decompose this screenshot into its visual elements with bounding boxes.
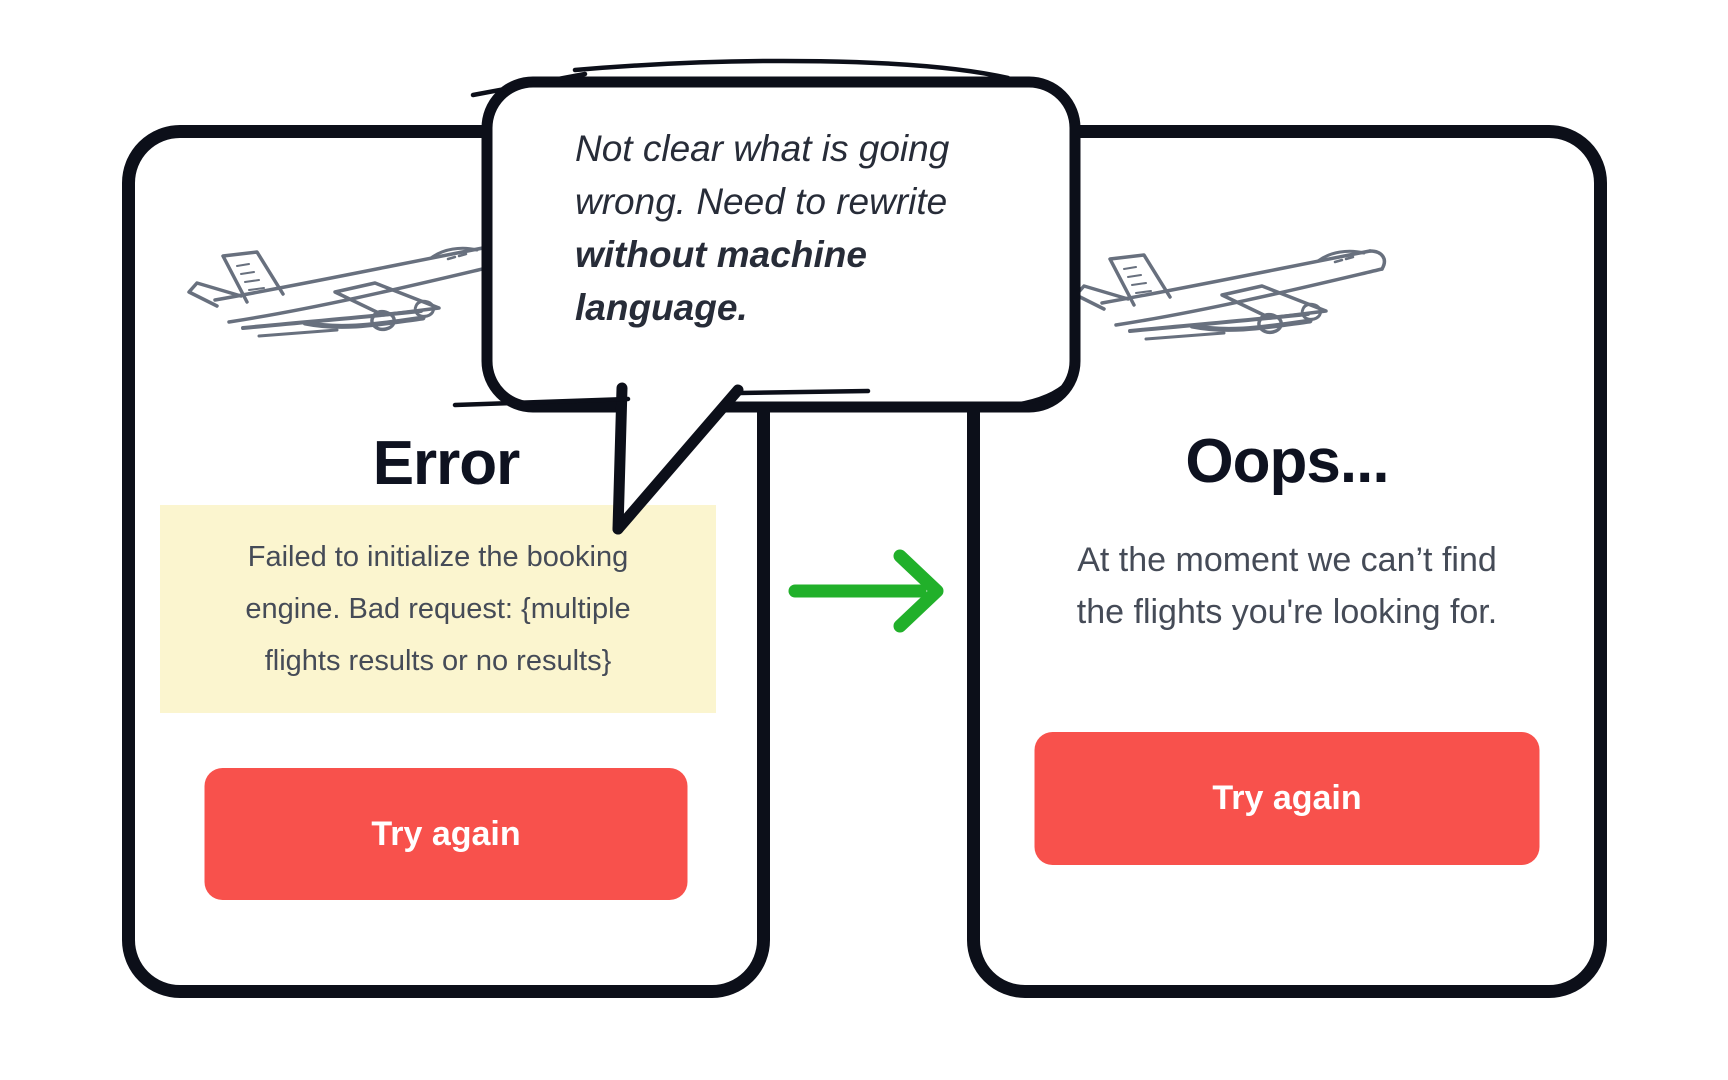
try-again-button[interactable]: Try again: [204, 768, 688, 900]
try-again-button[interactable]: Try again: [1034, 732, 1540, 865]
airplane-sketch-icon: [1074, 249, 1387, 341]
message-line: flights results or no results}: [264, 645, 612, 677]
annotation-line: without machine: [575, 234, 867, 275]
annotation-line: language.: [575, 287, 748, 328]
message-line: engine. Bad request: {multiple: [245, 593, 631, 625]
message-line: At the moment we can’t find: [1077, 541, 1497, 579]
screen-title: Error: [372, 429, 521, 498]
annotation-line: wrong. Need to rewrite: [575, 181, 948, 222]
message-line: the flights you're looking for.: [1076, 593, 1498, 631]
annotation-note: Not clear what is going wrong. Need to r…: [575, 122, 1055, 334]
screen-title: Oops...: [1185, 427, 1389, 496]
speech-bubble: [452, 58, 1081, 535]
annotation-line: Not clear what is going: [575, 128, 950, 169]
message-line: Failed to initialize the booking: [247, 541, 629, 573]
oops-message: At the moment we can’t find the flights …: [980, 534, 1594, 638]
highlighted-error-message: Failed to initialize the booking engine.…: [160, 505, 716, 713]
arrow-right-icon: [788, 549, 944, 633]
